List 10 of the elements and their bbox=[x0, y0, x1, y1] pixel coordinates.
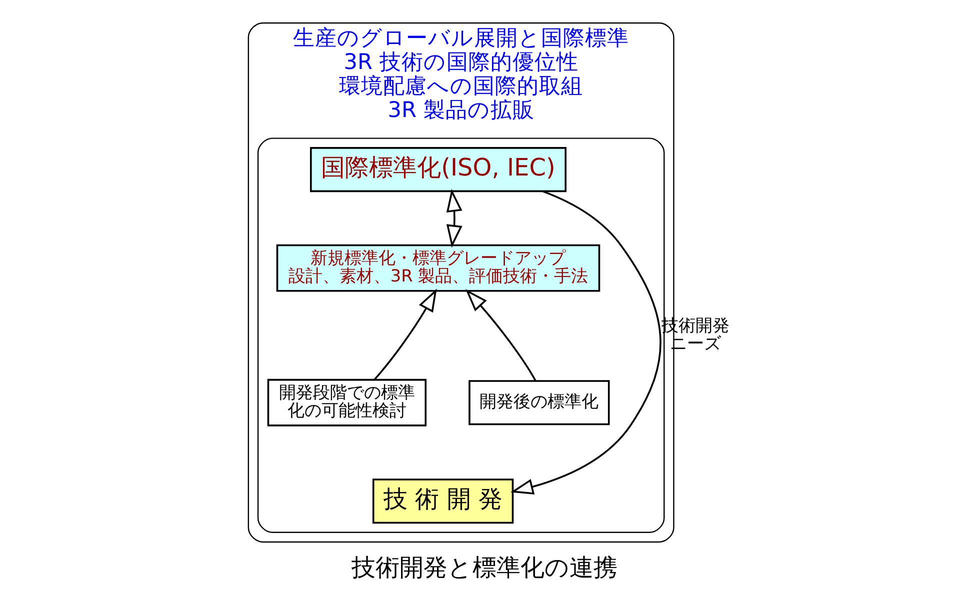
arrow bbox=[465, 289, 536, 382]
node-box: 国際標準化(ISO, IEC) bbox=[310, 147, 566, 192]
node-box: 新規標準化・標準グレードアップ 設計、素材、3R 製品、評価技術・手法 bbox=[276, 244, 600, 292]
caption: 技術開発と標準化の連携 bbox=[352, 554, 618, 582]
node-box: 開発段階での標準化の可能性検討 bbox=[267, 378, 427, 426]
node-box: 技 術 開 発 bbox=[372, 478, 514, 524]
arrow bbox=[374, 288, 437, 380]
arrow bbox=[446, 188, 462, 248]
node-box: 開発後の標準化 bbox=[468, 380, 610, 426]
arrow bbox=[510, 190, 662, 495]
